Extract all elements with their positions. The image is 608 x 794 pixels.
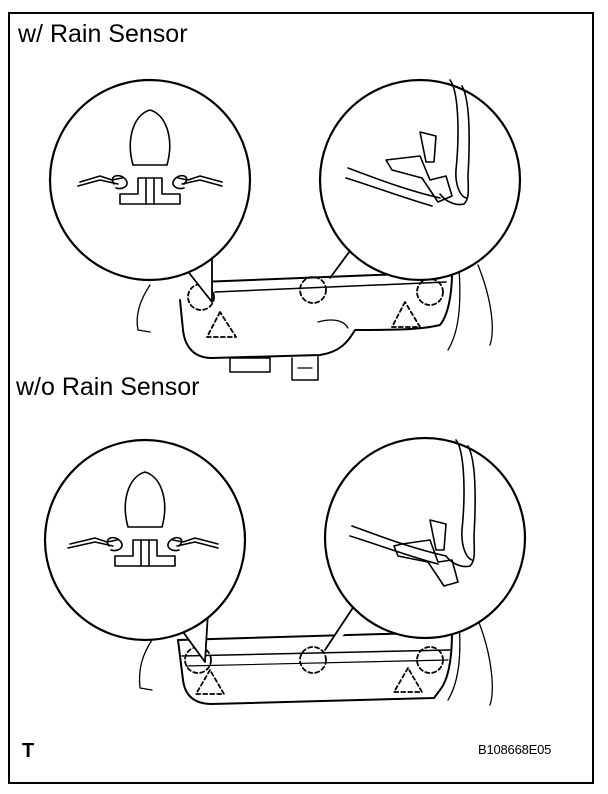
hook-location-right-bottom bbox=[393, 667, 423, 693]
hook-location-left-bottom bbox=[195, 669, 225, 695]
without-rain-sensor-view bbox=[43, 436, 527, 706]
hook-location-right bbox=[391, 301, 421, 328]
corner-mark: T bbox=[22, 740, 35, 762]
without-rain-sensor-label: w/o Rain Sensor bbox=[16, 373, 200, 401]
clip-location-center bbox=[299, 276, 327, 304]
clip-location-right-bottom bbox=[416, 646, 444, 674]
clip-detail-callout-bottom bbox=[43, 438, 247, 663]
diagram-frame bbox=[8, 12, 594, 784]
clip-location-center-bottom bbox=[299, 646, 327, 674]
hook-location-left bbox=[206, 311, 237, 338]
hook-detail-callout bbox=[318, 78, 522, 282]
hook-detail-callout-bottom bbox=[323, 436, 527, 651]
retainer-hook-icon-bottom bbox=[349, 439, 476, 587]
clip-cross-section-icon-bottom bbox=[67, 471, 219, 567]
with-rain-sensor-label: w/ Rain Sensor bbox=[18, 20, 188, 48]
cover-body-bottom bbox=[177, 631, 453, 705]
with-rain-sensor-view bbox=[48, 78, 522, 381]
retainer-hook-icon bbox=[345, 79, 470, 207]
figure-code: B108668E05 bbox=[478, 742, 552, 757]
clip-location-markers bbox=[187, 276, 444, 338]
clip-cross-section-icon bbox=[77, 109, 223, 205]
clip-detail-callout bbox=[48, 78, 252, 303]
cover-body bbox=[179, 271, 453, 381]
clip-location-markers-bottom bbox=[184, 646, 444, 695]
